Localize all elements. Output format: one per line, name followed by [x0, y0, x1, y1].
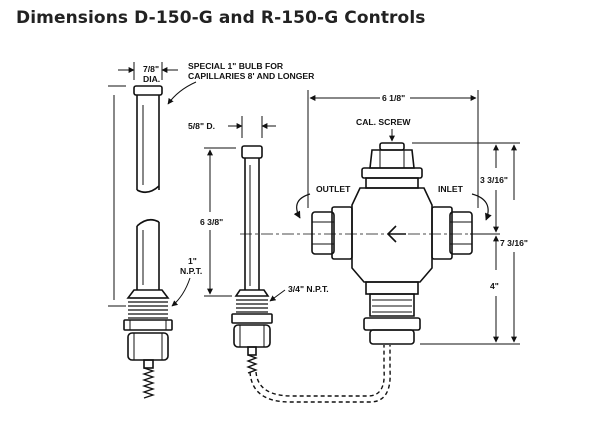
npt-34-label: 3/4" N.P.T.	[288, 284, 329, 294]
npt-1-label-line2: N.P.T.	[180, 266, 202, 276]
bulb-dia-label-line2: DIA.	[143, 74, 160, 84]
bulb-length-label: 6 3/8"	[200, 217, 223, 227]
stem-dia-label: 5/8" D.	[188, 121, 215, 131]
special-bulb-note-line1: SPECIAL 1" BULB FOR	[188, 61, 284, 71]
bulb-dia-dimension	[118, 62, 178, 80]
outlet-flow-arrow	[293, 193, 311, 219]
total-height-label: 7 3/16"	[500, 238, 528, 248]
height-dimensions	[412, 142, 520, 345]
large-bulb-drawing	[123, 85, 173, 399]
width-dimension	[307, 90, 479, 208]
bulb-dia-label-line1: 7/8"	[143, 64, 159, 74]
bulb-height-dimension	[108, 85, 126, 307]
cal-screw-label: CAL. SCREW	[356, 117, 411, 127]
valve-body-drawing	[311, 142, 473, 345]
standard-bulb-drawing	[231, 145, 273, 374]
page-title: Dimensions D-150-G and R-150-G Controls	[16, 8, 426, 28]
special-bulb-leader	[167, 81, 197, 105]
npt-34-leader	[269, 289, 286, 302]
npt-1-leader	[171, 277, 191, 307]
capillary-tube	[249, 345, 391, 403]
width-label: 6 1/8"	[382, 93, 405, 103]
inlet-flow-arrow	[471, 193, 492, 221]
special-bulb-note-line2: CAPILLARIES 8' AND LONGER	[188, 71, 315, 81]
inlet-label: INLET	[438, 184, 464, 194]
bottom-height-label: 4"	[490, 281, 499, 291]
top-height-label: 3 3/16"	[480, 175, 508, 185]
npt-1-label-line1: 1"	[188, 256, 197, 266]
bulb-length-dimension	[204, 147, 236, 297]
stem-dia-dimension	[228, 116, 276, 138]
outlet-label: OUTLET	[316, 184, 351, 194]
